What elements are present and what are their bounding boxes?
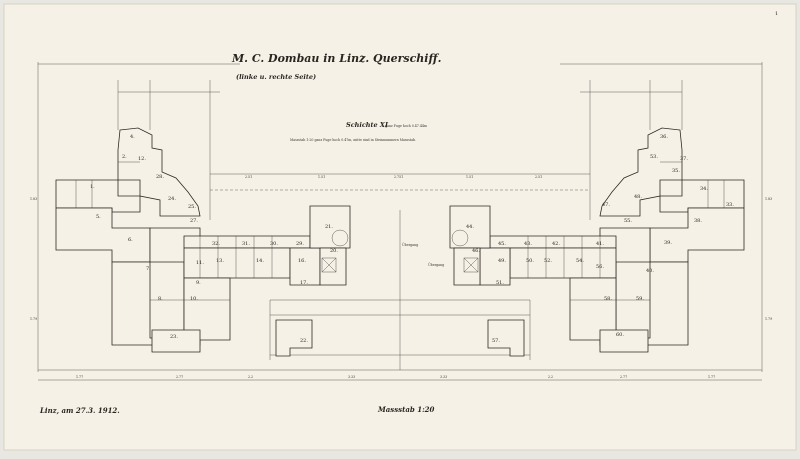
stone-label: 7. — [146, 266, 151, 272]
stone-label: 53. — [650, 154, 658, 160]
mark-top-right: 1 — [775, 11, 778, 17]
dim-bottom: 2.77 — [620, 375, 627, 379]
stone-label: 21. — [325, 224, 333, 230]
dim-top: 2.51 — [535, 175, 542, 179]
stone-label: 55. — [624, 218, 632, 224]
stone-label: 1. — [90, 184, 95, 190]
dim-bottom: 2.2 — [248, 375, 253, 379]
stone-label: 31. — [242, 241, 250, 247]
stone-label: 60. — [616, 332, 624, 338]
stone-label: 4. — [130, 134, 135, 140]
stone-label: 32. — [212, 241, 220, 247]
stone-label: 49. — [498, 258, 506, 264]
dim-top: 1.51 — [318, 175, 325, 179]
dim-bottom: 1.77 — [76, 375, 83, 379]
drawing-subtitle: (linke u. rechte Seite) — [236, 73, 316, 81]
layer-subtitle: ganz Fuge hoch 0.47.44m — [385, 124, 427, 128]
dim-top: 2.751 — [394, 175, 403, 179]
stone-label: 17. — [300, 280, 308, 286]
stone-label: 39. — [664, 240, 672, 246]
layer-note: Massstab 1:20 ganz Fuge hoch 0.47m, mitt… — [290, 138, 416, 142]
stone-label: 29. — [296, 241, 304, 247]
stone-label: 11. — [196, 260, 204, 266]
dim-bottom: 3.33 — [440, 375, 447, 379]
stone-label: 54. — [576, 258, 584, 264]
stone-label: 41. — [596, 241, 604, 247]
stone-label: 33. — [726, 202, 734, 208]
dim-side-left: 1.83 — [30, 197, 37, 201]
stone-label: 9. — [196, 280, 201, 286]
stone-label: 42. — [552, 241, 560, 247]
stone-label: 16. — [298, 258, 306, 264]
stone-label: 12. — [138, 156, 146, 162]
stone-label: 45. — [498, 241, 506, 247]
stone-label: 13. — [216, 258, 224, 264]
plan-right-half — [449, 127, 745, 357]
place-date: Linz, am 27.3. 1912. — [39, 406, 120, 415]
stone-label: 47. — [602, 202, 610, 208]
plan-left-half — [55, 127, 351, 357]
stone-label: 37. — [680, 156, 688, 162]
stone-label: 14. — [256, 258, 264, 264]
layer-title: Schichte XI — [346, 121, 389, 129]
dimension-frame — [37, 62, 763, 381]
center-label: Übergang — [402, 242, 418, 247]
stone-label: 51. — [496, 280, 504, 286]
stone-label: 28. — [156, 174, 164, 180]
stone-label: 35. — [672, 168, 680, 174]
stone-label: 25. — [188, 204, 196, 210]
center-label: Übergang — [428, 262, 444, 267]
dim-top: 2.51 — [245, 175, 252, 179]
stone-label: 50. — [526, 258, 534, 264]
stone-label: 46. — [472, 248, 480, 254]
stone-label: 34. — [700, 186, 708, 192]
stone-label: 10. — [190, 296, 198, 302]
stone-label: 59. — [636, 296, 644, 302]
drawing-title: M. C. Dombau in Linz. Querschiff. — [231, 52, 442, 65]
dimension-texts: 2.51 1.51 2.751 1.51 2.51 1.77 2.77 2.2 … — [30, 175, 772, 379]
right-stone-labels: 33. 34. 35. 36. 37. 38. 39. 40. 41. 42. … — [466, 134, 734, 344]
scale-label: Massstab 1:20 — [377, 405, 435, 414]
stone-label: 8. — [158, 296, 163, 302]
stone-label: 20. — [330, 248, 338, 254]
stone-label: 27. — [190, 218, 198, 224]
stone-label: 24. — [168, 196, 176, 202]
dim-bottom: 1.77 — [708, 375, 715, 379]
stone-label: 44. — [466, 224, 474, 230]
stone-label: 43. — [524, 241, 532, 247]
stone-label: 30. — [270, 241, 278, 247]
stone-label: 52. — [544, 258, 552, 264]
stone-label: 5. — [96, 214, 101, 220]
stone-label: 58. — [604, 296, 612, 302]
dim-top: 1.51 — [466, 175, 473, 179]
stone-label: 48. — [634, 194, 642, 200]
dim-bottom: 2.77 — [176, 375, 183, 379]
stone-label: 6. — [128, 237, 133, 243]
left-stone-labels: 1. 2. 4. 5. 6. 7. 8. 10. 11. 12. 13. 14.… — [90, 134, 338, 344]
stone-label: 56. — [596, 264, 604, 270]
stone-label: 23. — [170, 334, 178, 340]
stone-label: 57. — [492, 338, 500, 344]
dim-bottom: 2.2 — [548, 375, 553, 379]
stone-label: 2. — [122, 154, 127, 160]
stone-label: 38. — [694, 218, 702, 224]
dim-bottom: 3.33 — [348, 375, 355, 379]
dim-side-right: 1.83 — [765, 197, 772, 201]
dim-side-right: 1.79 — [765, 317, 772, 321]
stone-label: 36. — [660, 134, 668, 140]
dim-side-left: 1.79 — [30, 317, 37, 321]
stone-label: 22. — [300, 338, 308, 344]
stone-label: 40. — [646, 268, 654, 274]
